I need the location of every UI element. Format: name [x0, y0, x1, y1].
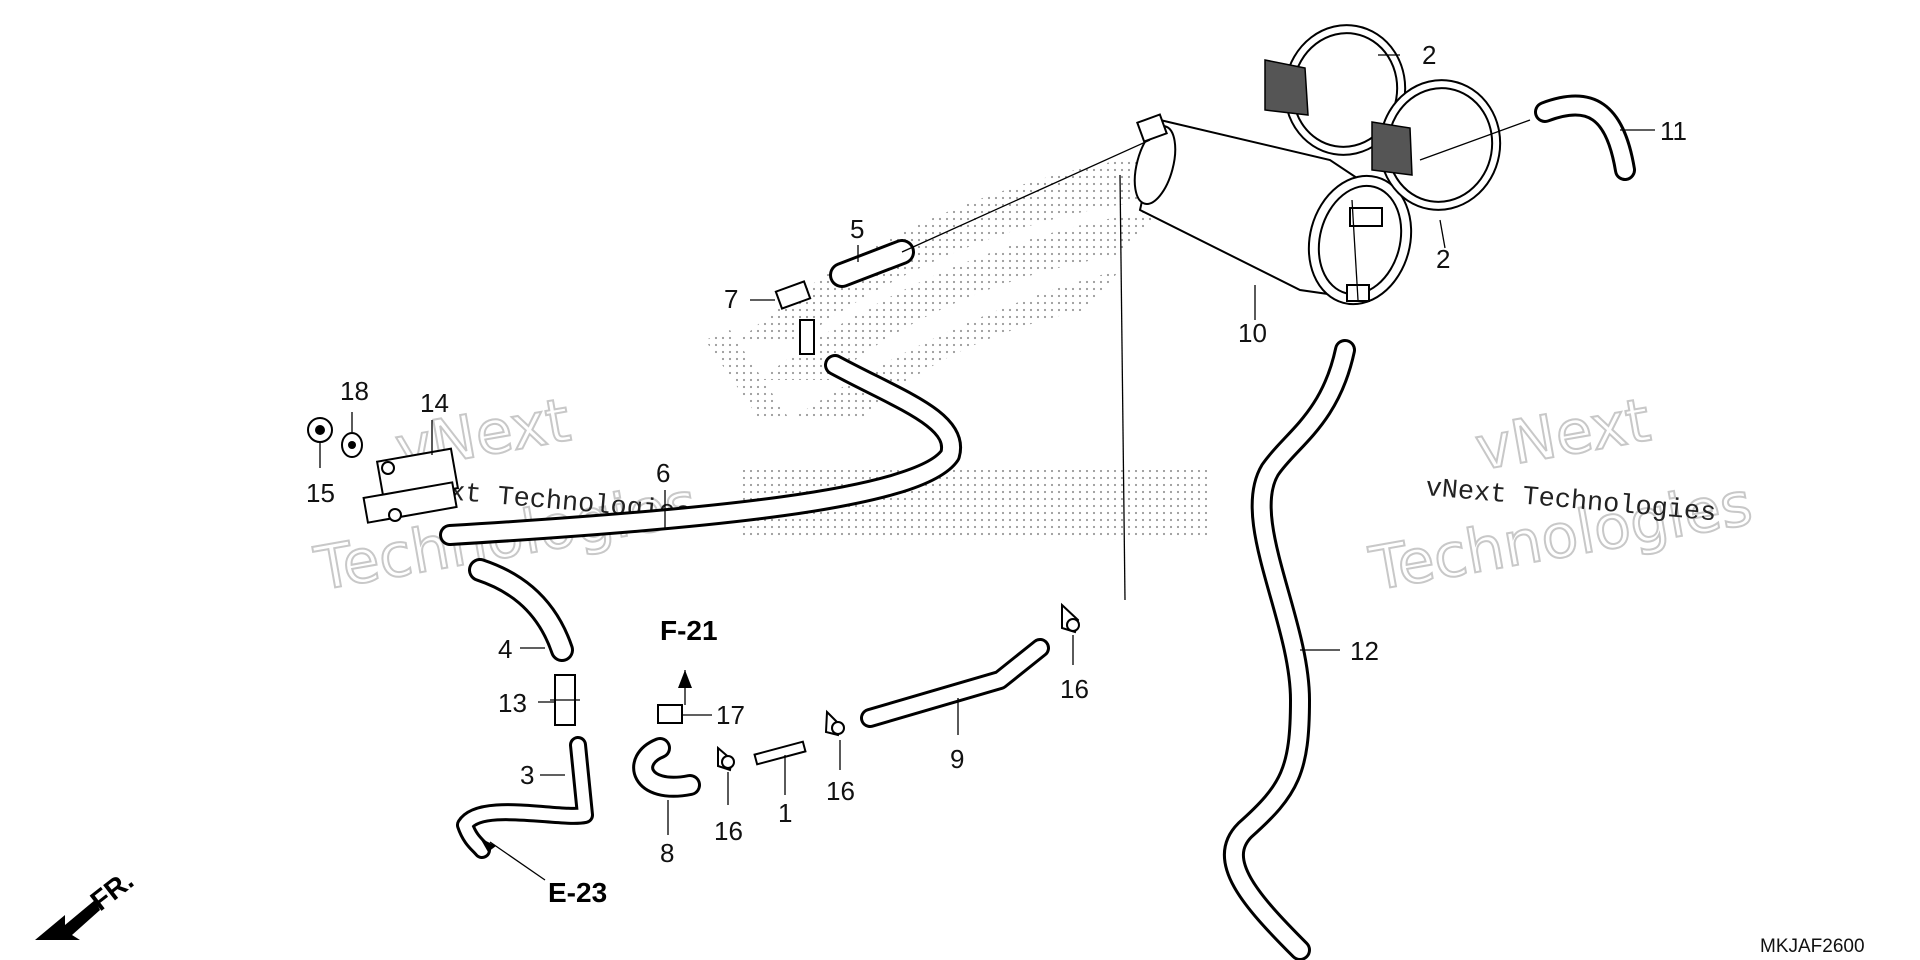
callout-13: 13 — [498, 688, 527, 718]
callout-5: 5 — [850, 214, 864, 244]
clip-part-16-left — [717, 745, 735, 772]
reference-arrow-down — [480, 838, 496, 852]
callout-4: 4 — [498, 634, 512, 664]
hose-part-8 — [632, 737, 701, 798]
hose-part-9 — [860, 638, 1050, 728]
collar-part-18 — [341, 432, 363, 458]
callout-11: 11 — [1660, 116, 1687, 146]
tube-part-5 — [829, 239, 915, 288]
reference-labels: F-21 E-23 — [480, 615, 718, 908]
diagram-code: MKJAF2600 — [1760, 936, 1865, 957]
callout-15: 15 — [306, 478, 335, 508]
callout-2-upper: 2 — [1422, 40, 1436, 70]
watermark-right: vNext Technologies vNext Technologies — [1363, 384, 1758, 606]
callout-16-right: 16 — [1060, 674, 1089, 704]
watermark-line1: vNext — [1470, 385, 1655, 484]
canister-part-10 — [1133, 113, 1413, 306]
front-direction-arrow: FR. — [35, 865, 139, 940]
honda-wing-logo — [705, 150, 1210, 540]
tube-part-11 — [1534, 94, 1636, 181]
clip-part-16-right — [1061, 602, 1080, 634]
joint-part-13 — [550, 674, 580, 726]
hose-part-3 — [456, 736, 594, 859]
joint-part-1 — [753, 740, 807, 766]
nut-part-15 — [307, 417, 333, 443]
callout-7: 7 — [724, 284, 738, 314]
callout-17: 17 — [716, 700, 745, 730]
hose-part-12 — [1223, 339, 1356, 960]
clip-part-17 — [657, 704, 683, 724]
callout-18: 18 — [340, 376, 369, 406]
callout-14: 14 — [420, 388, 449, 418]
callout-12: 12 — [1350, 636, 1379, 666]
callout-16-middle: 16 — [826, 776, 855, 806]
callout-10: 10 — [1238, 318, 1267, 348]
callout-3: 3 — [520, 760, 534, 790]
clip-part-16-middle — [824, 709, 845, 737]
band-part-2-lower — [1371, 79, 1502, 211]
callout-2-lower: 2 — [1436, 244, 1450, 274]
callout-9: 9 — [950, 744, 964, 774]
hose-part-6 — [439, 354, 963, 546]
callout-8: 8 — [660, 838, 674, 868]
reference-e23: E-23 — [548, 877, 607, 908]
leader-lines — [319, 54, 1655, 881]
valve-part-14 — [362, 447, 460, 524]
reference-arrow-up — [678, 670, 692, 688]
callout-16-left: 16 — [714, 816, 743, 846]
joint-part-7 — [774, 280, 815, 355]
callout-1: 1 — [778, 798, 792, 828]
reference-f21: F-21 — [660, 615, 718, 646]
callout-6: 6 — [656, 458, 670, 488]
hose-part-4 — [468, 558, 574, 662]
callout-labels: 2 2 11 10 5 7 6 14 18 15 4 13 3 8 17 16 … — [306, 40, 1687, 868]
